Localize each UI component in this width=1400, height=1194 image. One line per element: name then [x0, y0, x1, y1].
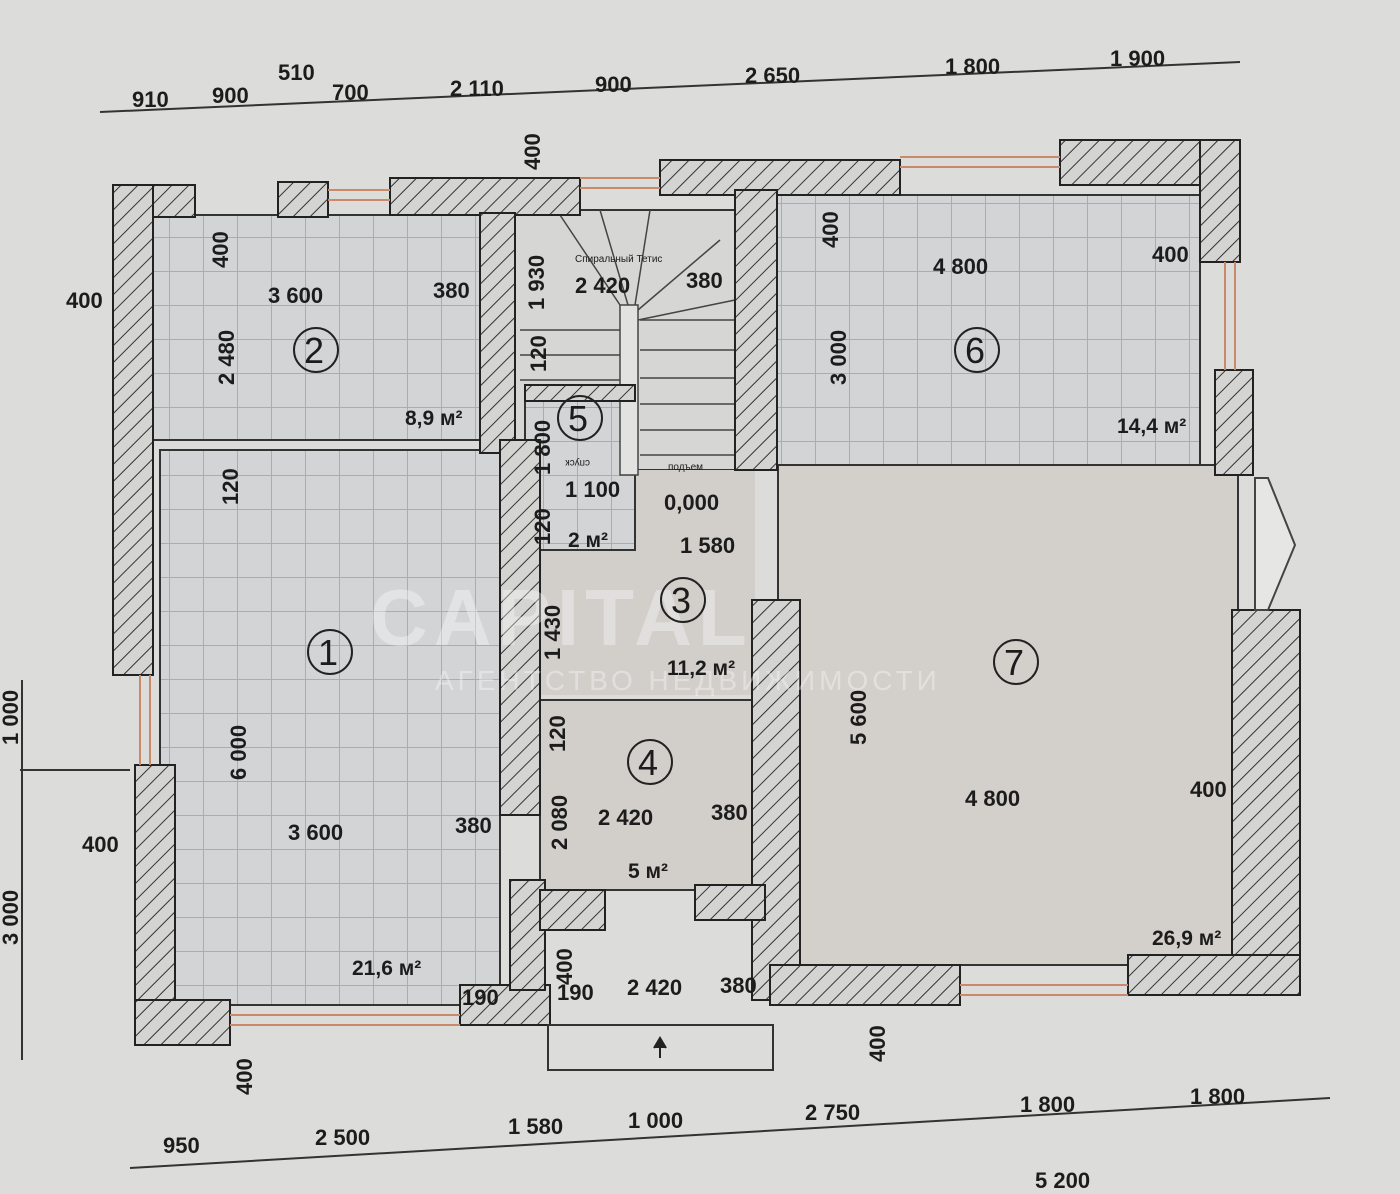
dim-top: 910: [132, 87, 169, 112]
dim-bottom: 2 500: [315, 1125, 370, 1150]
dim-bottom: 1 800: [1190, 1084, 1245, 1109]
room-1-area: 21,6 м²: [352, 957, 421, 980]
dim-bottom: 5 200: [1035, 1168, 1090, 1193]
room-3-number: 3: [671, 580, 691, 621]
dim: 6 000: [226, 725, 251, 780]
dim-top: 1 900: [1110, 46, 1165, 71]
room-7-floor: [777, 464, 1239, 966]
dim: 3 600: [268, 283, 323, 308]
dim: 380: [711, 800, 748, 825]
room-5-floor: [524, 384, 636, 551]
room-7-area: 26,9 м²: [1152, 927, 1221, 950]
dim: 380: [455, 813, 492, 838]
room-1-floor: [159, 449, 501, 1006]
dim: 400: [865, 1025, 890, 1062]
dim-top: 2 110: [450, 76, 504, 101]
dim: 1 430: [540, 605, 565, 660]
dim: 120: [526, 335, 551, 372]
stair-type-label: Спиральный Тетис: [575, 254, 662, 265]
dim: 190: [557, 980, 594, 1005]
dim: 1 800: [530, 420, 555, 475]
room-7-number: 7: [1004, 642, 1024, 683]
dim: 2 420: [575, 273, 630, 298]
room-2-number: 2: [304, 330, 324, 371]
dim: 400: [520, 133, 545, 170]
bottom-dimensions: 950 2 500 1 580 1 000 2 750 1 800 1 800 …: [163, 1084, 1245, 1193]
dim-left: 3 000: [0, 890, 23, 945]
dim-top: 510: [278, 60, 315, 85]
dim: 4 800: [933, 254, 988, 279]
door-swing: [1254, 477, 1297, 611]
room-1-number: 1: [318, 632, 338, 673]
dim: 400: [232, 1058, 257, 1095]
dim: 120: [530, 508, 555, 545]
level-mark: 0,000: [664, 490, 719, 515]
room-6-number: 6: [965, 330, 985, 371]
dim: 190: [462, 985, 499, 1010]
room-4-area: 5 м²: [628, 860, 668, 883]
dim-bottom: 1 580: [508, 1114, 563, 1139]
dim: 3 000: [826, 330, 851, 385]
room-5-area: 2 м²: [568, 529, 608, 552]
dim-top: 700: [332, 80, 369, 105]
windows: [139, 156, 1236, 1026]
dim-bottom: 1 800: [1020, 1092, 1075, 1117]
entrance-arrow-icon: [653, 1036, 667, 1058]
dim: 1 930: [524, 255, 549, 310]
dimension-lines: [20, 61, 1331, 1169]
walls: [112, 139, 1301, 1046]
dim: 400: [552, 948, 577, 985]
dim: 380: [433, 278, 470, 303]
dim: 380: [686, 268, 723, 293]
dim-top: 2 650: [745, 63, 800, 88]
dim-top: 900: [595, 72, 632, 97]
dim: 2 420: [598, 805, 653, 830]
dim: 2 480: [214, 330, 239, 385]
dim-top: 900: [212, 83, 249, 108]
dim: 2 080: [547, 795, 572, 850]
stair-down-label: спуск: [565, 457, 590, 468]
dim: 1 100: [565, 477, 620, 502]
dim: 400: [1152, 242, 1189, 267]
dim: 400: [1190, 777, 1227, 802]
room-3-area: 11,2 м²: [667, 657, 735, 680]
dim: 120: [545, 715, 570, 752]
inner-dimensions: 3 600 380 2 480 400 400 3 600 380 6 000 …: [66, 133, 1227, 1095]
dim-bottom: 1 000: [628, 1108, 683, 1133]
dim: 2 420: [627, 975, 682, 1000]
top-dimensions: 910 900 510 700 2 110 900 2 650 1 800 1 …: [132, 46, 1165, 112]
room-6-area: 14,4 м²: [1117, 415, 1186, 438]
dim: 3 600: [288, 820, 343, 845]
dim: 380: [720, 973, 757, 998]
entrance-steps: [547, 1024, 774, 1071]
dim: 400: [818, 211, 843, 248]
room-4-floor: [539, 699, 756, 891]
dim: 1 580: [680, 533, 735, 558]
room-2-area: 8,9 м²: [405, 407, 463, 430]
dim-bottom: 2 750: [805, 1100, 860, 1125]
dim-top: 1 800: [945, 54, 1000, 79]
dim: 120: [218, 468, 243, 505]
room-numbers: [293, 327, 1039, 785]
room-5-number: 5: [568, 398, 588, 439]
watermark-tagline: АГЕНТСТВО НЕДВИЖИМОСТИ: [435, 665, 941, 696]
watermark-brand: CAPITAL: [370, 573, 753, 662]
stair-up-label: подъем: [668, 462, 703, 473]
dim: 400: [82, 832, 119, 857]
dim: 4 800: [965, 786, 1020, 811]
dim-bottom: 950: [163, 1133, 200, 1158]
room-4-number: 4: [638, 742, 658, 783]
dim: 5 600: [846, 690, 871, 745]
dim: 400: [208, 231, 233, 268]
dim-left: 1 000: [0, 690, 23, 745]
dim: 400: [66, 288, 103, 313]
